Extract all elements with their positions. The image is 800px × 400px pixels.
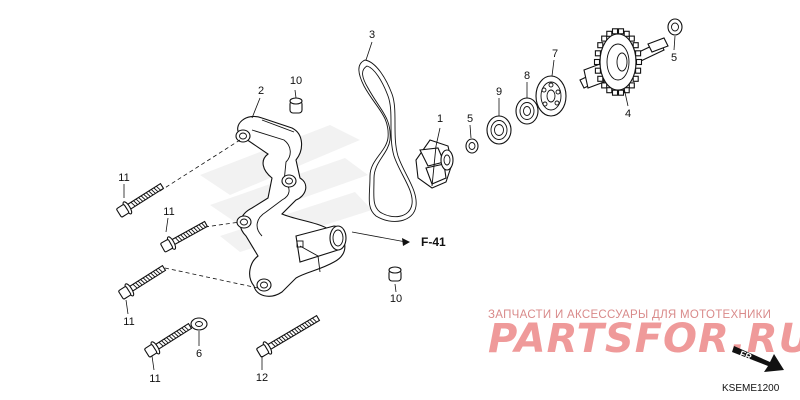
callout-1: 1 [437, 113, 443, 125]
gear-tooth [606, 87, 613, 94]
callout-4: 4 [625, 108, 631, 120]
sealing-washer [190, 317, 208, 331]
gear-tooth [617, 89, 625, 96]
gear-tooth [635, 67, 642, 74]
callout-11-d: 11 [149, 373, 160, 385]
callout-10-lower: 10 [390, 293, 402, 305]
reference-label: F-41 [421, 235, 446, 249]
gear-tooth [593, 58, 601, 66]
callout-8: 8 [524, 70, 530, 82]
gear-tooth [606, 30, 613, 37]
ball-bearing [535, 75, 567, 117]
bolt-11-c [118, 264, 167, 300]
callout-2: 2 [258, 85, 264, 97]
gear-tooth [597, 42, 604, 49]
gear-tooth [628, 82, 635, 89]
washer-small [465, 138, 479, 154]
bolt-11-a [116, 182, 165, 218]
callout-10-upper: 10 [290, 75, 302, 87]
callout-3: 3 [369, 29, 375, 41]
gear-tooth [632, 42, 639, 49]
callout-12: 12 [256, 372, 268, 384]
callout-11-b: 11 [163, 206, 174, 218]
callout-11-a: 11 [118, 172, 129, 184]
callout-7: 7 [552, 48, 558, 60]
gear-tooth [601, 82, 608, 89]
gear-tooth [611, 89, 619, 96]
callout-5-left: 5 [467, 113, 473, 125]
watermark-tagline: ЗАПЧАСТИ И АКСЕССУАРЫ ДЛЯ МОТОТЕХНИКИ [488, 309, 771, 321]
dowel-pin-upper [289, 97, 303, 114]
callout-5-right: 5 [671, 52, 677, 64]
washer-right [667, 18, 683, 36]
leader-lines [123, 35, 676, 371]
impeller [415, 139, 454, 189]
gear-tooth [623, 30, 630, 37]
oil-seal [486, 115, 512, 145]
gear-tooth [628, 35, 635, 42]
callout-9: 9 [496, 86, 502, 98]
mechanical-seal [515, 97, 539, 125]
gear-tooth [632, 75, 639, 82]
bolt-11-d [144, 322, 193, 358]
callouts: 1 2 3 4 5 5 6 7 8 9 10 10 11 11 11 11 12 [118, 29, 677, 385]
gear-tooth [635, 50, 642, 57]
gear-tooth [611, 28, 619, 35]
pump-shaft-gear [579, 28, 669, 96]
bolt-12 [256, 314, 321, 358]
gasket [358, 59, 417, 222]
gear-tooth [594, 50, 601, 57]
gear-tooth [635, 58, 643, 66]
callout-11-c: 11 [123, 316, 134, 328]
gear-tooth [617, 28, 625, 35]
pump-cover [235, 116, 347, 297]
bolt-11-b [160, 220, 209, 253]
gear-tooth [597, 75, 604, 82]
callout-6: 6 [196, 348, 202, 360]
gear-tooth [594, 67, 601, 74]
diagram-code: KSEME1200 [722, 383, 780, 394]
gear-tooth [601, 35, 608, 42]
dowel-pin-lower [388, 266, 402, 282]
